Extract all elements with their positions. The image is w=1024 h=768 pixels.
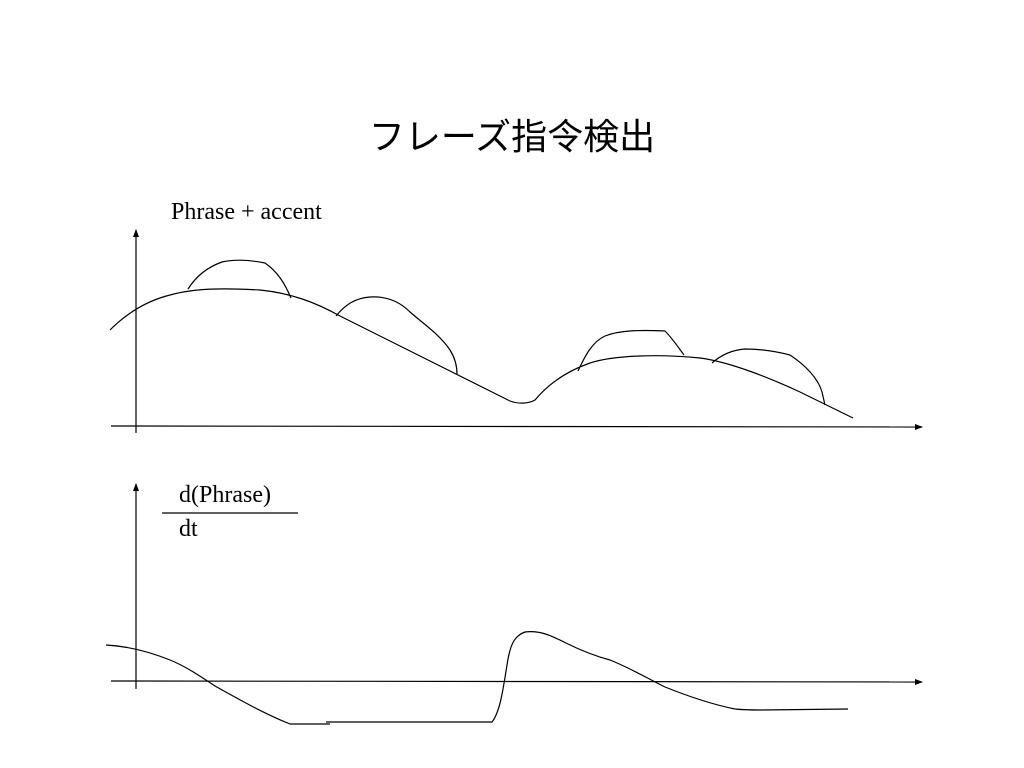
phrase-component-curve bbox=[109, 288, 854, 419]
slide-title: フレーズ指令検出 bbox=[368, 117, 656, 158]
top-panel-label: Phrase + accent bbox=[171, 199, 322, 225]
derivative-denominator: dt bbox=[179, 516, 198, 542]
accent-bump-1 bbox=[187, 259, 292, 299]
top-x-axis bbox=[110, 423, 923, 430]
accent-bump-2 bbox=[335, 296, 458, 375]
accent-bump-3 bbox=[577, 329, 685, 372]
derivative-curve bbox=[105, 631, 849, 725]
bottom-x-axis bbox=[110, 678, 923, 685]
accent-bump-4 bbox=[711, 348, 826, 406]
derivative-numerator: d(Phrase) bbox=[179, 482, 271, 508]
